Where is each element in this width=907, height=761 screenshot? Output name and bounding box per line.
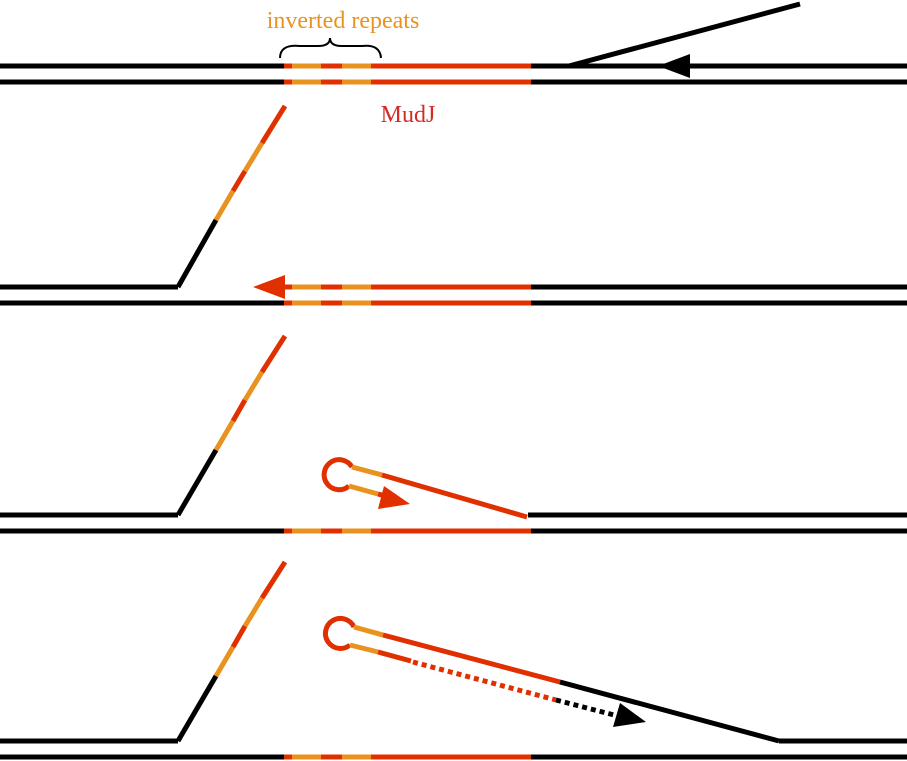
hairpin [321, 457, 528, 520]
top-strand [0, 1, 907, 69]
panel-2 [0, 104, 907, 306]
panel-4 [0, 560, 907, 760]
displaced-strand [0, 334, 288, 518]
hairpin [322, 616, 907, 744]
curly-brace [279, 37, 382, 59]
dotted-synthesis-red [412, 659, 557, 703]
mudj-label: MudJ [381, 102, 436, 128]
arrow-right-icon [378, 486, 410, 509]
inverted-repeats-label: inverted repeats [267, 8, 420, 34]
arrow-right-icon [613, 703, 646, 727]
dotted-synthesis-black [555, 697, 619, 719]
panel-1 [0, 1, 907, 85]
arrow-left-icon [658, 54, 690, 78]
displaced-strand [0, 560, 288, 744]
arrow-left-icon [253, 275, 285, 299]
displaced-strand [0, 104, 288, 290]
panel-3 [0, 334, 907, 534]
